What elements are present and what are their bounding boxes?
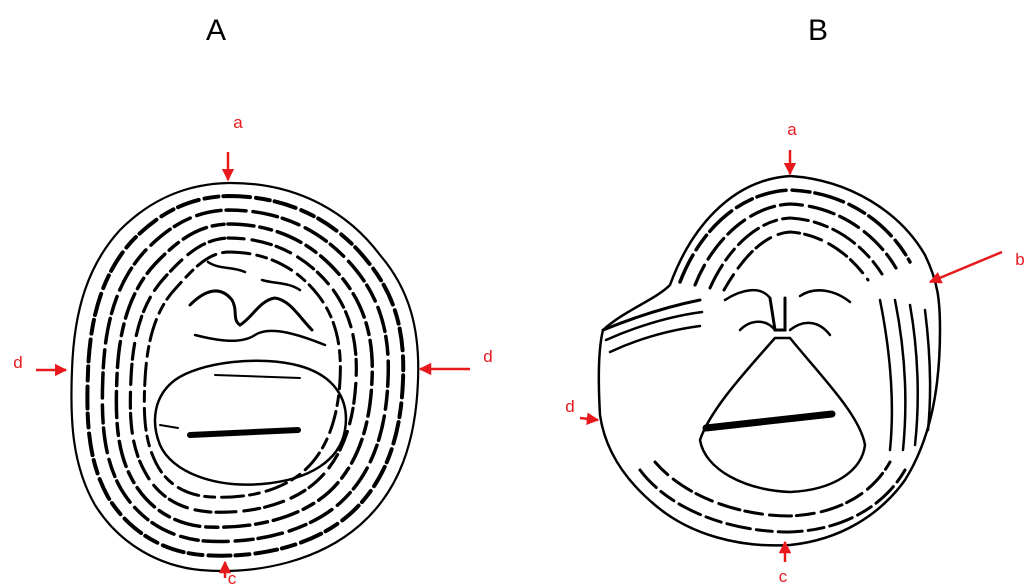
panel-b-arrow-d: [580, 418, 598, 420]
panel-b-drawing: [599, 176, 940, 545]
panel-b-label-b: b: [1015, 250, 1024, 269]
panel-a-label-c: c: [228, 569, 237, 586]
panel-b: B: [565, 14, 1024, 586]
panel-b-label-a: a: [787, 120, 797, 139]
panel-b-lumen: [700, 338, 865, 492]
panel-a-lumen-slit: [190, 430, 298, 435]
panel-a-title: A: [206, 14, 226, 47]
panel-b-rings: [603, 190, 930, 532]
panel-a-lumen: [155, 361, 346, 485]
panel-a-drawing: [71, 183, 418, 571]
panel-b-inner-structure: [725, 290, 850, 335]
panel-b-lumen-slit: [706, 414, 832, 428]
panel-b-label-c: c: [779, 567, 788, 586]
panel-a-inner-structure: [190, 262, 325, 345]
panel-a-label-d-left: d: [13, 353, 22, 372]
panel-b-title: B: [808, 14, 828, 47]
panel-a-label-d-right: d: [483, 347, 492, 366]
panel-b-arrow-b: [930, 252, 1002, 282]
panel-a-label-a: a: [233, 113, 243, 132]
panel-b-label-d: d: [565, 397, 574, 416]
panel-a: A: [13, 14, 492, 586]
